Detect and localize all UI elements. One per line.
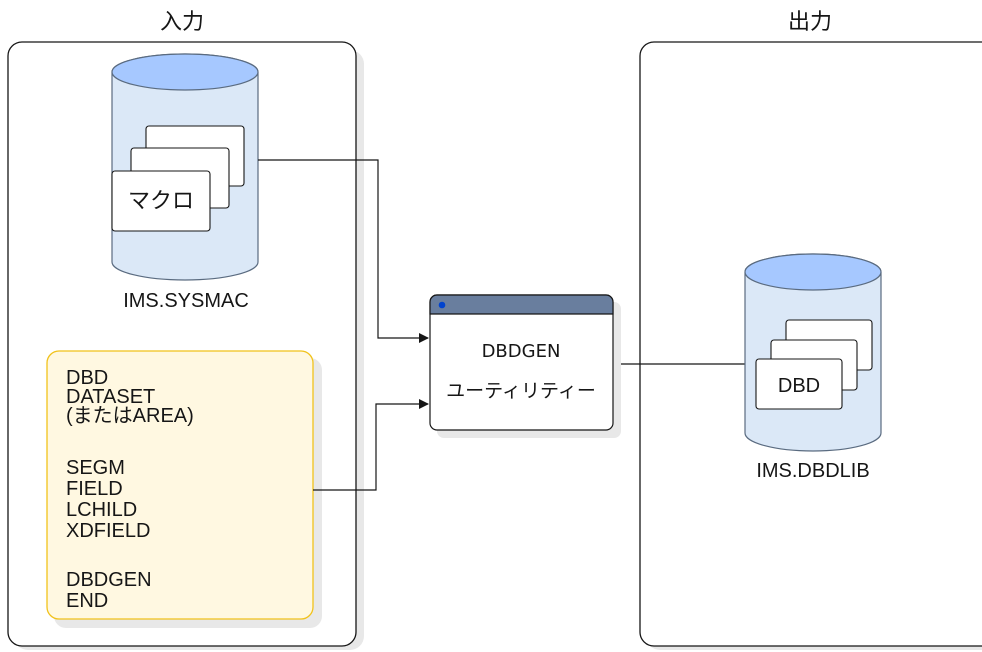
arrow-sysmac-to-utility <box>258 159 429 343</box>
dbdgen-utility: DBDGEN ユーティリティー <box>429 294 621 438</box>
arrow-statements-to-utility <box>313 399 429 491</box>
dbdlib-card-front <box>755 358 843 410</box>
sysmac-card-front <box>111 170 211 232</box>
statement-line: END <box>66 590 108 612</box>
input-panel-title: 入力 <box>160 10 204 35</box>
statement-line: XDFIELD <box>66 520 150 542</box>
utility-window <box>429 294 614 431</box>
utility-title-bar <box>429 294 614 315</box>
dbdlib-dataset-name: IMS.DBDLIB <box>756 460 869 482</box>
statement-line: DBD <box>66 367 108 389</box>
dbdlib-dataset: DBD IMS.DBDLIB <box>744 253 882 482</box>
sysmac-card-label: マクロ <box>128 189 194 214</box>
connectors <box>258 159 755 491</box>
utility-subtitle: ユーティリティー <box>446 380 596 402</box>
statements-box <box>46 350 314 620</box>
utility-name: DBDGEN <box>482 341 561 362</box>
statement-line: DATASET <box>66 386 155 408</box>
control-statements: DBD DATASET (またはAREA) SEGM FIELD LCHILD … <box>46 350 322 628</box>
utility-window-dot-icon <box>438 301 446 309</box>
sysmac-cylinder-top <box>111 53 259 91</box>
output-panel-title: 出力 <box>788 10 832 35</box>
statement-line: (またはAREA) <box>66 405 194 427</box>
statement-line: LCHILD <box>66 499 137 521</box>
sysmac-dataset-name: IMS.SYSMAC <box>123 290 249 312</box>
statement-line: DBDGEN <box>66 569 152 591</box>
dbdlib-card-label: DBD <box>778 375 820 397</box>
dbdlib-cylinder-top <box>744 253 882 291</box>
statements-list: DBD DATASET (またはAREA) SEGM FIELD LCHILD … <box>66 367 194 612</box>
sysmac-dataset: マクロ IMS.SYSMAC <box>111 53 259 312</box>
statement-line: SEGM <box>66 457 125 479</box>
statement-line: FIELD <box>66 478 123 500</box>
